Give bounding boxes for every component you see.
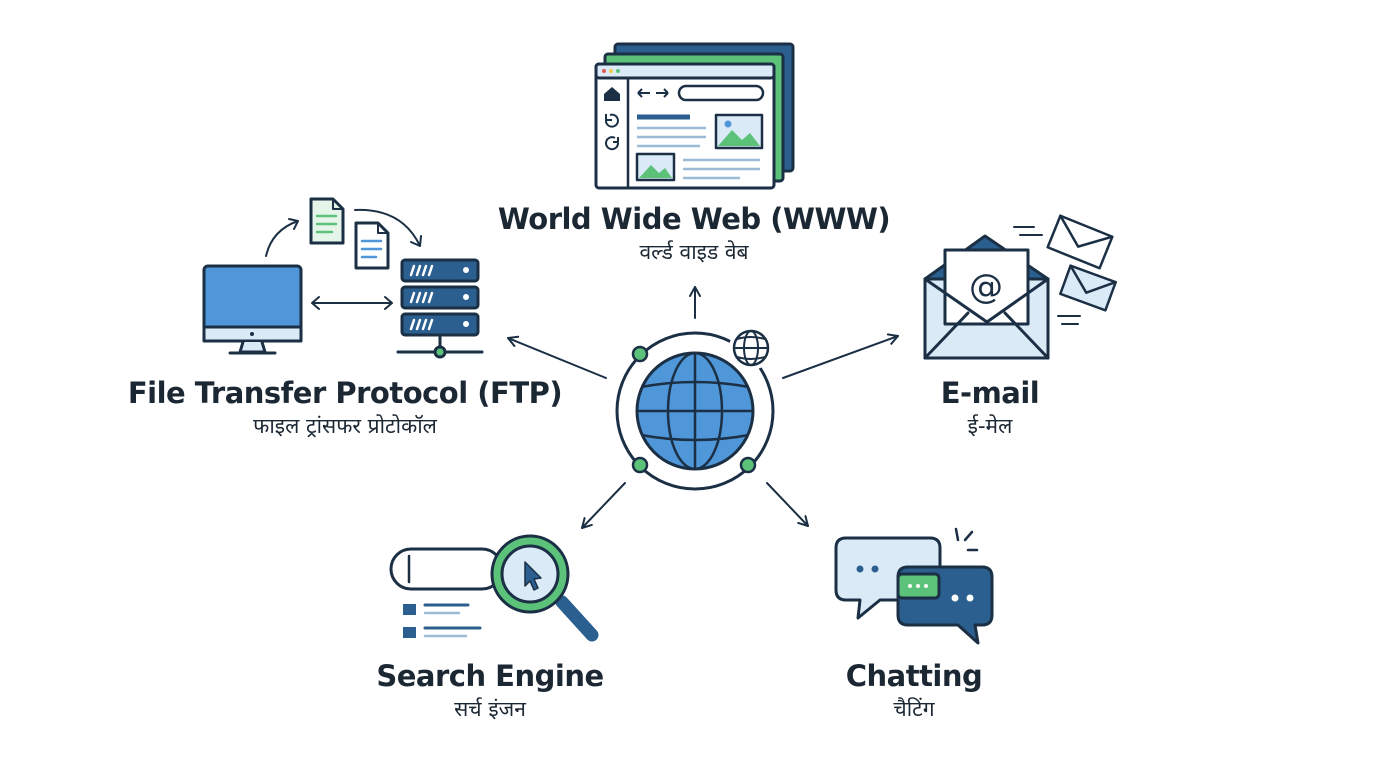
small-envelope-icon <box>1046 214 1117 312</box>
connector-arrows <box>507 286 899 529</box>
node-subtitle-ftp: फाइल ट्रांसफर प्रोटोकॉल <box>253 414 437 438</box>
node-label-chat: Chatting चैटिंग <box>814 658 1014 724</box>
web-globe-icon <box>729 326 773 370</box>
arrow-to-ftp <box>507 335 607 379</box>
node-label-ftp: File Transfer Protocol (FTP) फाइल ट्रांस… <box>125 375 565 441</box>
node-title-www: World Wide Web (WWW) <box>497 202 891 236</box>
file-green-icon <box>309 197 345 245</box>
search-magnifier-icon <box>389 534 599 642</box>
file-blue-icon <box>354 221 390 270</box>
browser-window-icon <box>594 42 795 190</box>
arrow-to-email <box>782 333 899 379</box>
node-label-email: E-mail ई-मेल <box>890 375 1090 441</box>
arrow-to-search <box>581 482 626 529</box>
node-title-email: E-mail <box>940 376 1040 410</box>
bidirectional-arrow-icon <box>311 296 393 310</box>
arrow-to-chat <box>766 482 809 527</box>
motion-lines <box>1013 226 1081 325</box>
curved-arrow-up-icon <box>265 218 299 257</box>
curved-arrow-down-icon <box>354 208 422 247</box>
node-subtitle-www: वर्ल्ड वाइड वेब <box>639 240 749 264</box>
globe-icon <box>615 331 775 491</box>
node-title-ftp: File Transfer Protocol (FTP) <box>127 376 563 410</box>
node-subtitle-search: सर्च इंजन <box>454 697 526 721</box>
node-title-chat: Chatting <box>845 659 983 693</box>
node-label-www: World Wide Web (WWW) वर्ल्ड वाइड वेब <box>494 201 894 267</box>
computer-server-transfer-icon <box>202 197 484 359</box>
envelope-at-icon: @ <box>923 214 1117 360</box>
svg-text:@: @ <box>969 267 1003 307</box>
chat-bubbles-icon <box>834 527 994 645</box>
node-subtitle-chat: चैटिंग <box>893 697 935 721</box>
computer-icon <box>202 264 303 355</box>
node-title-search: Search Engine <box>376 659 604 693</box>
node-label-search: Search Engine सर्च इंजन <box>360 658 620 724</box>
node-subtitle-email: ई-मेल <box>967 414 1013 438</box>
server-icon <box>396 258 484 359</box>
